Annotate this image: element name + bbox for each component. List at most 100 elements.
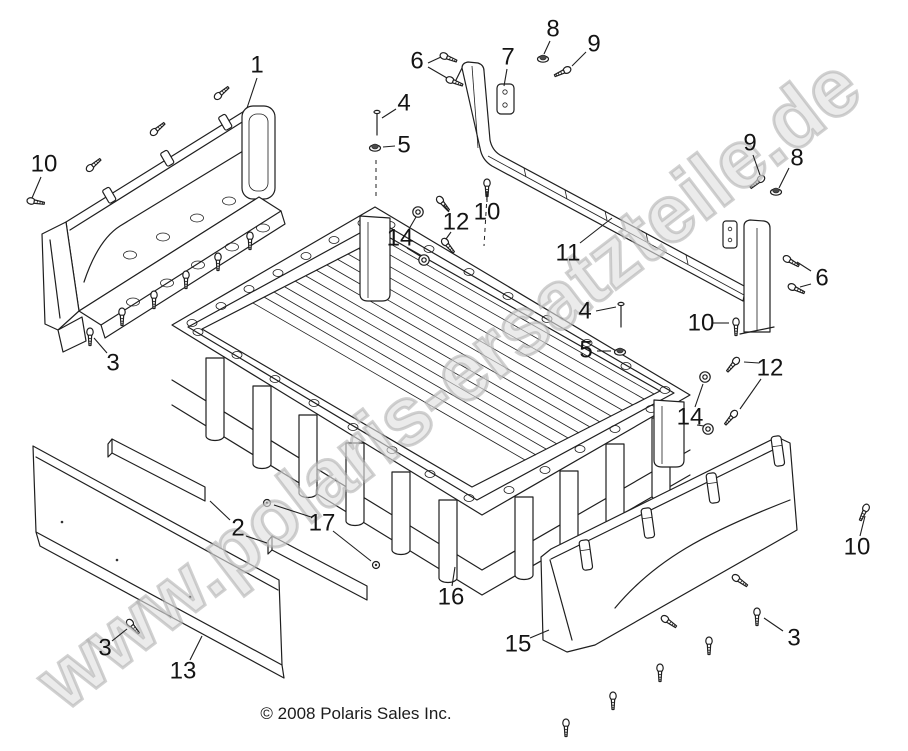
screw-icon [705,636,713,656]
callout-leader [427,66,448,79]
screw-icon [730,572,750,589]
callout-3: 3 [106,350,119,377]
callout-leader [796,261,812,272]
washer-icon [702,423,714,435]
cargo-box [171,160,691,596]
callout-6: 6 [815,265,828,292]
floor-ribs [252,237,655,461]
screw-icon [656,663,664,683]
callout-leader [427,56,442,64]
callout-leader [595,306,617,312]
screw-icon [562,718,570,738]
callout-leader [93,337,108,354]
tailgate [32,445,285,679]
rivet-icon [371,560,381,570]
nut-icon [613,347,627,356]
callout-14: 14 [387,225,414,252]
callout-leader [743,361,760,364]
callout-leader [111,628,128,642]
screw-icon [552,64,573,80]
callout-6: 6 [410,48,423,75]
screw-icon [724,355,742,374]
screw-icon [444,74,465,89]
copyright-text: © 2008 Polaris Sales Inc. [260,704,451,723]
callout-leader [529,629,550,639]
callout-leader [859,515,866,537]
callout-leader [503,68,508,87]
screw-icon [246,231,254,251]
callout-7: 7 [501,44,514,71]
callout-10: 10 [31,151,58,178]
callout-9: 9 [743,130,756,157]
support-rail [454,61,775,335]
screw-icon [438,50,459,65]
callout-leader [189,635,203,661]
callout-8: 8 [546,16,559,43]
callout-leader [445,231,452,240]
callout-leader [31,176,42,199]
callout-17: 17 [309,510,336,537]
pin-icon [373,109,381,136]
callout-10: 10 [844,534,871,561]
callout-leader [739,378,762,410]
rub-strip-lower [267,535,368,601]
callout-2: 2 [231,515,244,542]
nut-icon [368,143,382,152]
screw-icon [86,327,94,347]
callout-10: 10 [474,199,501,226]
callout-leader [406,247,421,257]
callout-leader [763,617,784,632]
callout-leader [696,424,705,427]
callout-leader [408,216,417,230]
screw-icon [212,84,231,102]
callout-8: 8 [790,145,803,172]
callout-leader [382,145,396,148]
callout-leader [752,154,761,176]
screw-icon [25,196,46,208]
callout-3: 3 [98,635,111,662]
callout-leader [381,108,397,119]
nut-icon [536,54,550,63]
callout-leader [571,51,587,67]
screw-icon [148,120,167,138]
screw-icon [753,607,761,627]
callout-11: 11 [556,240,581,267]
callout-5: 5 [397,132,410,159]
screw-icon [84,156,103,174]
callout-leader [799,283,812,288]
screw-icon [732,317,740,337]
washer-icon [418,254,430,266]
screw-icon [722,408,740,427]
screw-icon [659,613,679,630]
callout-5: 5 [579,337,592,364]
callout-leader [694,383,704,408]
callout-leader [273,504,312,518]
callout-leader [778,167,790,189]
callout-10: 10 [688,310,715,337]
callout-leader [443,204,450,213]
panel-holes [123,196,270,307]
callout-15: 15 [505,631,532,658]
washer-icon [699,371,711,383]
callout-13: 13 [170,658,197,685]
callout-4: 4 [578,298,591,325]
callout-1: 1 [250,52,263,79]
rub-strip-upper [107,438,206,502]
screw-icon [609,691,617,711]
callout-16: 16 [438,584,465,611]
callout-leader [543,40,551,55]
callout-12: 12 [443,209,470,236]
rim-bolt-holes [186,219,671,502]
screw-icon [781,253,801,270]
callout-9: 9 [587,31,600,58]
screw-icon [786,281,807,297]
callout-3: 3 [787,625,800,652]
latch-bracket [496,83,515,115]
washer-icon [412,206,424,218]
callout-leader [579,217,613,244]
callout-leader [246,77,258,109]
callout-leader [332,530,372,562]
box-posts-left [205,357,458,584]
